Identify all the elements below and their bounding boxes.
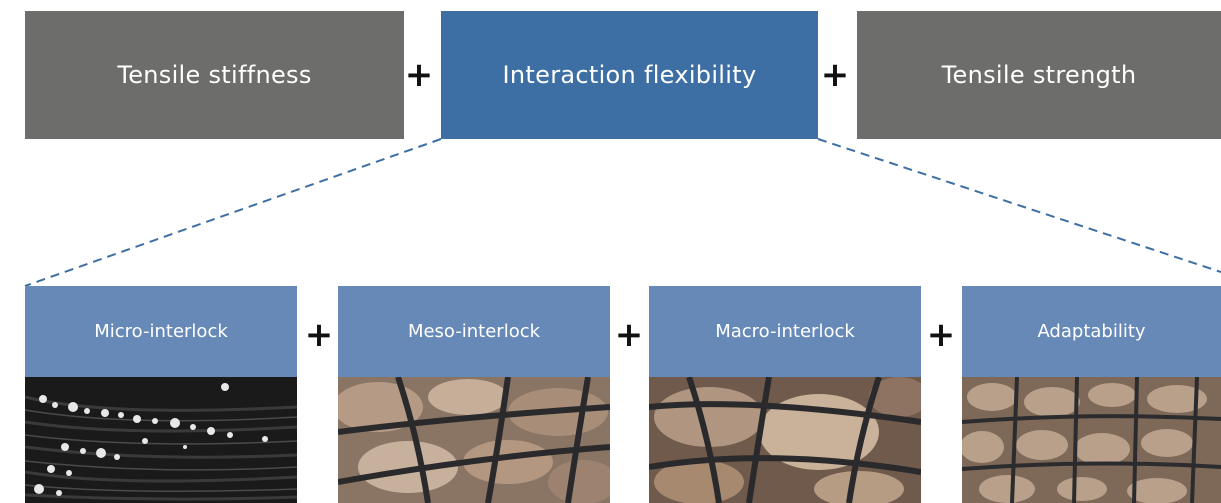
micro-interlock-label: Micro-interlock bbox=[94, 321, 228, 342]
meso-interlock-photo bbox=[338, 377, 610, 503]
meso-interlock-box: Meso-interlock bbox=[338, 286, 610, 377]
interaction-flexibility-label: Interaction flexibility bbox=[502, 61, 757, 89]
left-dashed-connector bbox=[24, 138, 442, 287]
plus-icon: + bbox=[614, 315, 644, 355]
tensile-strength-box: Tensile strength bbox=[857, 11, 1221, 139]
adaptability-photo bbox=[962, 377, 1221, 503]
macro-interlock-label: Macro-interlock bbox=[715, 321, 855, 342]
adaptability-box: Adaptability bbox=[962, 286, 1221, 377]
tensile-stiffness-box: Tensile stiffness bbox=[25, 11, 404, 139]
right-dashed-connector bbox=[817, 138, 1221, 273]
meso-interlock-label: Meso-interlock bbox=[407, 321, 541, 342]
micro-interlock-box: Micro-interlock bbox=[25, 286, 297, 377]
plus-icon: + bbox=[820, 55, 850, 95]
interaction-flexibility-box: Interaction flexibility bbox=[441, 11, 818, 139]
tensile-strength-label: Tensile strength bbox=[941, 61, 1137, 89]
plus-icon: + bbox=[926, 315, 956, 355]
macro-interlock-box: Macro-interlock bbox=[649, 286, 921, 377]
plus-icon: + bbox=[404, 55, 434, 95]
tensile-stiffness-label: Tensile stiffness bbox=[117, 61, 312, 89]
micro-interlock-photo bbox=[25, 377, 297, 503]
plus-icon: + bbox=[304, 315, 334, 355]
macro-interlock-photo bbox=[649, 377, 921, 503]
adaptability-label: Adaptability bbox=[1037, 321, 1146, 342]
